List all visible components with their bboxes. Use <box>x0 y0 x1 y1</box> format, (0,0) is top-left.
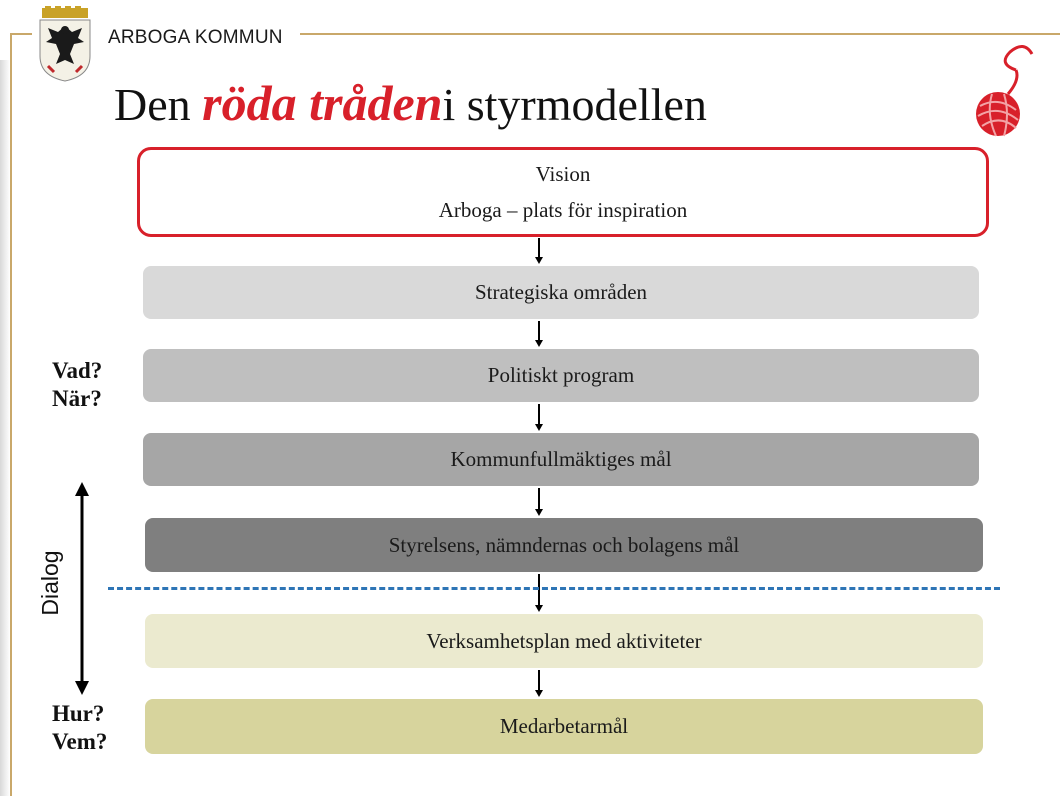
level-council-goals: Kommunfullmäktiges mål <box>143 433 979 486</box>
level-employee-goals: Medarbetarmål <box>145 699 983 754</box>
frame-left <box>10 33 12 796</box>
frame-top-left <box>10 33 32 35</box>
level-board-goals: Styrelsens, nämndernas och bolagens mål <box>145 518 983 572</box>
double-arrow-icon <box>75 482 89 695</box>
title-suffix: i styrmodellen <box>442 79 707 130</box>
level-political-program: Politiskt program <box>143 349 979 402</box>
frame-shadow <box>0 60 10 796</box>
what-when-label: Vad? När? <box>52 357 102 413</box>
coat-of-arms-logo <box>39 6 91 82</box>
level-operational-plan: Verksamhetsplan med aktiviteter <box>145 614 983 668</box>
vision-statement: Arboga – plats för inspiration <box>438 198 688 222</box>
level-strategic-areas: Strategiska områden <box>143 266 979 319</box>
question-when: När? <box>52 386 102 411</box>
yarn-ball-icon <box>976 45 1034 137</box>
organization-name: ARBOGA KOMMUN <box>104 27 287 49</box>
dashed-divider <box>108 587 1000 590</box>
flow-arrow <box>535 488 543 516</box>
question-how: Hur? <box>52 701 105 726</box>
question-who: Vem? <box>52 729 108 754</box>
vision-heading: Vision <box>535 162 591 186</box>
dialog-label: Dialog <box>37 550 63 616</box>
flow-arrow <box>535 321 543 347</box>
flow-arrow <box>535 238 543 264</box>
flow-arrow <box>535 670 543 697</box>
flow-arrow <box>535 404 543 431</box>
title-prefix: Den <box>114 79 203 130</box>
flow-arrow <box>535 574 543 612</box>
how-who-label: Hur? Vem? <box>52 700 107 756</box>
title-highlight: röda tråden <box>202 75 443 131</box>
question-what: Vad? <box>52 358 103 383</box>
slide-title: Den röda trådeni styrmodellen <box>114 74 707 132</box>
frame-top <box>300 33 1060 35</box>
vision-box: Vision Arboga – plats för inspiration <box>137 147 989 237</box>
